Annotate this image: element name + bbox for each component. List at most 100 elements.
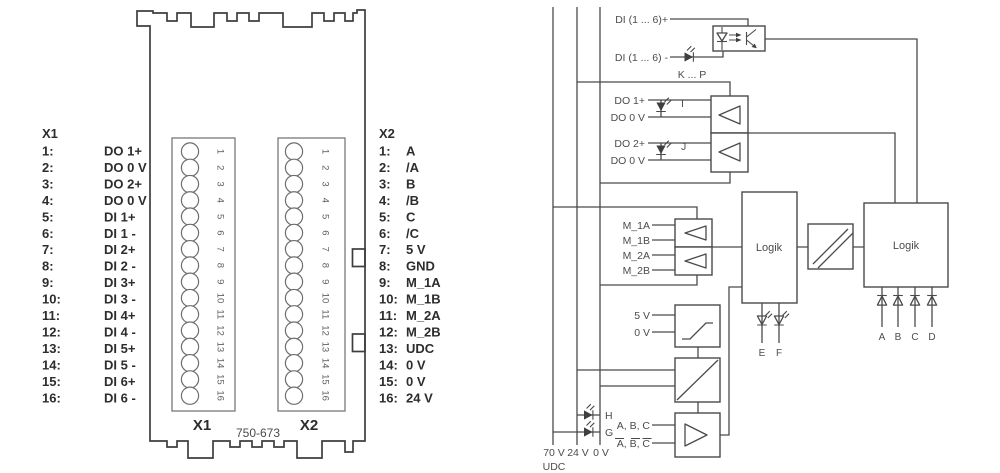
x2-pin-number: 10:: [379, 292, 398, 307]
x2-pin-label: /C: [406, 226, 420, 241]
pin-contact-number: 1: [320, 149, 331, 154]
pin-contact-number: 3: [320, 181, 331, 186]
x1-pin-number: 12:: [42, 324, 61, 339]
pin-contact-number: 2: [215, 165, 226, 170]
bus-lines: [552, 7, 601, 445]
led-e-label: E: [759, 348, 766, 359]
pin-contact: [284, 288, 304, 308]
do2-driver-box: [710, 132, 749, 173]
x2-pin-number: 4:: [379, 193, 391, 208]
x2-pin-number: 9:: [379, 275, 391, 290]
x1-pin-label: DI 6+: [104, 374, 136, 389]
voltage-limiter-box: [674, 304, 721, 348]
x1-pin-number: 10:: [42, 292, 61, 307]
opto-light-arrows: [729, 34, 737, 41]
led-e-icon: [756, 310, 773, 326]
x1-pin-label: DI 1+: [104, 209, 136, 224]
do1-driver-box: [710, 95, 749, 134]
pin-contact: [180, 353, 200, 373]
pin-contact-number: 7: [320, 247, 331, 252]
connector-x1-label: X1: [193, 417, 211, 434]
pin-contact: [284, 305, 304, 324]
logic-right-label: Logik: [893, 240, 920, 252]
x1-pin-number: 4:: [42, 193, 54, 208]
pinout-list-x2: X2 1:A2:/A3:B4:/B5:C6:/C7:5 V8:GND9:M_1A…: [379, 126, 441, 405]
pin-contact: [180, 272, 200, 291]
x2-header: X2: [379, 126, 395, 141]
pin-contact-number: 4: [215, 198, 226, 203]
pin-contact: [180, 207, 200, 226]
m2a-label: M_2A: [623, 250, 650, 262]
x1-pin-number: 11:: [42, 308, 60, 323]
x1-pin-number: 8:: [42, 259, 54, 274]
x2-pin-number: 6:: [379, 226, 391, 241]
v5-label: 5 V: [634, 310, 650, 322]
diode-b-label: B: [895, 332, 902, 343]
x2-pin-label: 5 V: [406, 242, 426, 257]
x2-pin-number: 16:: [379, 390, 398, 405]
pin-contact: [180, 305, 200, 324]
pin-contact-number: 11: [215, 309, 226, 319]
x1-pin-label: DI 2 -: [104, 259, 136, 274]
pin-contact-number: 15: [215, 374, 226, 385]
x1-pin-label: DO 1+: [104, 144, 142, 159]
x1-pin-number: 15:: [42, 374, 61, 389]
pin-contact-number: 8: [320, 263, 331, 268]
x2-pin-label: 0 V: [406, 357, 426, 372]
led-f-icon: [773, 310, 790, 326]
pin-contact-number: 6: [215, 230, 226, 235]
x1-pin-number: 3:: [42, 176, 54, 191]
led-h-label: H: [605, 410, 613, 422]
schematic: DI (1 ... 6)+ DI (1 ... 6) - K ... P DO …: [543, 7, 949, 473]
do2-amp-icon: [718, 142, 741, 162]
led-g-icon: [583, 420, 595, 438]
pin-contact: [180, 370, 200, 389]
x2-pin-number: 14:: [379, 357, 398, 372]
x1-pin-number: 5:: [42, 209, 54, 224]
x2-pin-label: B: [406, 176, 415, 191]
pin-contact-number: 1: [215, 149, 226, 154]
pin-contact: [180, 386, 200, 405]
pin-contact-number: 5: [215, 214, 226, 219]
x1-pin-number: 7:: [42, 242, 54, 257]
x1-pin-number: 16:: [42, 390, 61, 405]
x2-pin-label: M_2B: [406, 324, 441, 339]
x1-pin-label: DI 3 -: [104, 292, 136, 307]
x2-pin-label: UDC: [406, 341, 435, 356]
pin-contact: [180, 288, 200, 308]
bus-contact-tab: [351, 248, 366, 268]
pin-contact: [284, 191, 304, 210]
x2-pin-label: GND: [406, 259, 435, 274]
x1-pin-number: 14:: [42, 357, 61, 372]
led-g-label: G: [605, 427, 613, 439]
led-f-label: F: [776, 348, 782, 359]
m1-amp-icon: [684, 225, 707, 241]
x1-pin-label: DI 4+: [104, 308, 136, 323]
line-driver-amp-icon: [684, 423, 708, 447]
limiter-curve-icon: [682, 322, 713, 340]
x1-pin-label: DO 2+: [104, 176, 142, 191]
pin-contact: [284, 256, 304, 275]
pin-contact: [284, 272, 304, 291]
x2-pin-label: M_1B: [406, 292, 441, 307]
pin-contact: [284, 158, 304, 177]
pin-contact: [180, 174, 200, 194]
pin-contact: [180, 239, 200, 259]
di-plus-label: DI (1 ... 6)+: [615, 14, 668, 26]
pin-contact: [180, 321, 200, 340]
x2-rows: 1:A2:/A3:B4:/B5:C6:/C7:5 V8:GND9:M_1A10:…: [379, 144, 441, 406]
dcdc-diagonal: [676, 359, 719, 401]
x1-pin-number: 9:: [42, 275, 54, 290]
x2-pin-number: 8:: [379, 259, 391, 274]
pin-contact-number: 5: [320, 214, 331, 219]
x2-pin-number: 3:: [379, 176, 391, 191]
pin-contact: [284, 239, 304, 259]
x2-pin-label: M_2A: [406, 308, 441, 323]
m2b-label: M_2B: [623, 265, 650, 277]
pinout-list-x1: X1 1:DO 1+2:DO 0 V3:DO 2+4:DO 0 V5:DI 1+…: [42, 126, 147, 405]
x2-pin-number: 5:: [379, 209, 391, 224]
pin-contact-number: 9: [320, 279, 331, 284]
do1-led-label: I: [681, 98, 684, 110]
